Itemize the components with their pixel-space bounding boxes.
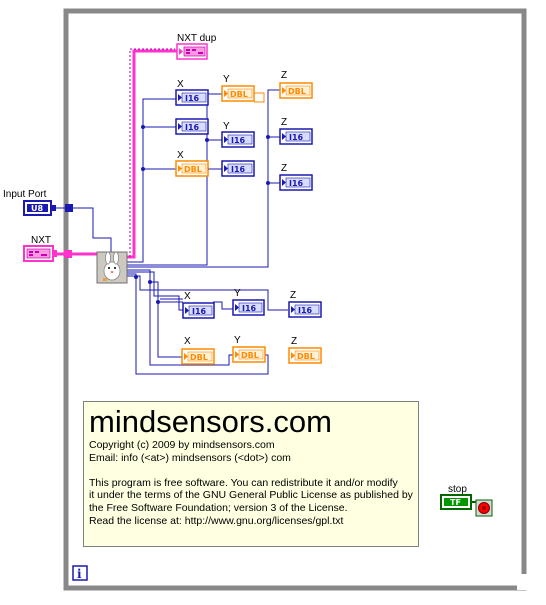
comment-line: it under the terms of the GNU General Pu… (89, 489, 413, 502)
x-label: X (177, 79, 184, 90)
z-dbl-indicator: DBL (279, 82, 313, 99)
z-label: Z (291, 336, 297, 347)
svg-text:I16: I16 (231, 165, 246, 174)
input-port-control[interactable]: U8 (23, 200, 73, 216)
z-i16-indicator: I16 (288, 301, 322, 318)
svg-text:i: i (77, 567, 82, 581)
i16-indicator: I16 (221, 160, 255, 177)
z-i16-indicator: I16 (279, 128, 313, 145)
svg-text:I16: I16 (185, 123, 200, 132)
x-label: X (177, 150, 184, 161)
i16-wires-lower[interactable] (127, 269, 288, 375)
x-dbl-indicator: DBL (175, 160, 209, 177)
comment-title: mindsensors.com (89, 404, 332, 439)
z-label: Z (281, 117, 287, 128)
stop-control[interactable]: TF (440, 494, 476, 510)
y-label: Y (234, 288, 241, 299)
y-i16-indicator: I16 (221, 131, 255, 148)
z-i16-indicator: I16 (279, 174, 313, 191)
svg-text:U8: U8 (31, 204, 43, 213)
y-label: Y (234, 335, 241, 346)
svg-text:I16: I16 (231, 136, 246, 145)
x-label: X (184, 336, 191, 347)
svg-text:DBL: DBL (297, 352, 315, 361)
nxt-dup-label: NXT dup (177, 33, 217, 44)
y-dbl-indicator: DBL (221, 85, 255, 102)
license-comment: mindsensors.com Copyright (c) 2009 by mi… (83, 401, 419, 547)
nxt-cluster-control[interactable] (23, 245, 72, 262)
svg-text:DBL: DBL (190, 353, 208, 362)
x-label: X (184, 291, 191, 302)
nxt-label: NXT (31, 235, 51, 246)
stop-button-icon[interactable] (475, 499, 493, 517)
comment-line (89, 464, 418, 477)
comment-line: the Free Software Foundation; version 3 … (89, 501, 348, 514)
svg-text:I16: I16 (192, 307, 207, 316)
i16-indicator: I16 (175, 118, 209, 135)
x-i16-indicator: I16 (175, 89, 209, 106)
svg-text:TF: TF (450, 498, 461, 507)
nxt-cluster-wire[interactable] (55, 49, 177, 259)
y-i16-indicator: I16 (232, 299, 265, 316)
nxt-dup-indicator (176, 43, 208, 60)
svg-text:DBL: DBL (241, 351, 259, 360)
comment-line: Copyright (c) 2009 by mindsensors.com (89, 439, 275, 451)
comment-line: Read the license at: http://www.gnu.org/… (89, 514, 344, 527)
stop-label: stop (448, 484, 467, 495)
x-dbl-indicator: DBL (181, 348, 215, 365)
bunny-subvi-icon[interactable] (96, 251, 128, 284)
z-label: Z (281, 70, 287, 81)
z-label: Z (290, 290, 296, 301)
x-i16-indicator: I16 (182, 302, 215, 319)
y-label: Y (223, 121, 230, 132)
svg-text:I16: I16 (289, 133, 304, 142)
svg-text:I16: I16 (298, 306, 313, 315)
z-dbl-indicator: DBL (288, 347, 322, 364)
svg-text:I16: I16 (185, 94, 200, 103)
comment-line: Email: info (<at>) mindsensors (<dot>) c… (89, 451, 291, 464)
svg-text:I16: I16 (289, 179, 304, 188)
svg-text:DBL: DBL (230, 90, 248, 99)
dbl-wires[interactable] (254, 92, 265, 103)
i16-wires-upper[interactable] (127, 89, 280, 268)
info-icon[interactable]: i (72, 565, 88, 581)
input-port-wire[interactable] (52, 207, 112, 254)
svg-text:DBL: DBL (288, 87, 306, 96)
z-label: Z (281, 163, 287, 174)
y-dbl-indicator: DBL (232, 346, 266, 363)
comment-line: This program is free software. You can r… (89, 476, 398, 489)
while-loop-frame (63, 8, 527, 591)
y-label: Y (223, 74, 230, 85)
svg-text:DBL: DBL (184, 165, 202, 174)
svg-text:I16: I16 (242, 304, 257, 313)
input-port-label: Input Port (3, 189, 47, 200)
